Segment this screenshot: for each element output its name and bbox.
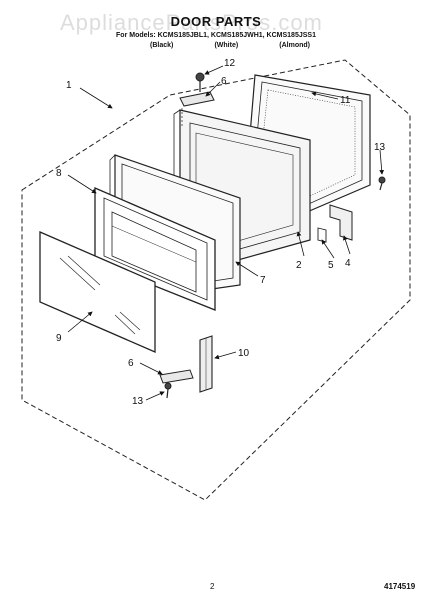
callout-8: 8 <box>56 168 62 179</box>
callout-7: 7 <box>260 275 266 286</box>
color-variants: (Black) (White) (Almond) <box>150 42 310 49</box>
part-10-trim-strip <box>199 335 213 393</box>
assembly-boundary <box>21 59 411 501</box>
models-subtitle: For Models: KCMS185JBL1, KCMS185JWH1, KC… <box>116 32 316 39</box>
part-9-glass-panel <box>39 231 156 353</box>
leader-lines <box>67 65 385 401</box>
part-5-spring <box>317 227 327 243</box>
callout-2: 2 <box>296 260 302 271</box>
part-4-latch <box>329 204 353 241</box>
callout-9: 9 <box>56 333 62 344</box>
part-8-mask-frame <box>94 187 216 311</box>
callout-6-bottom: 6 <box>128 358 134 369</box>
callout-10: 10 <box>238 348 250 359</box>
callout-1: 1 <box>66 80 72 91</box>
part-6-hinge-bottom <box>159 369 194 384</box>
callout-5: 5 <box>328 260 334 271</box>
callout-6-top: 6 <box>221 76 227 87</box>
part-13-screw-bottom <box>164 382 172 399</box>
callout-11: 11 <box>340 95 351 106</box>
variant-black: (Black) <box>150 42 174 49</box>
callout-4: 4 <box>345 258 351 269</box>
variant-almond: (Almond) <box>279 42 310 49</box>
callout-12: 12 <box>224 58 236 69</box>
part-13-screw-right <box>378 176 386 191</box>
callout-13-right: 13 <box>374 142 386 153</box>
part-12-screw-top <box>195 72 205 92</box>
page-number: 2 <box>210 582 215 591</box>
variant-white: (White) <box>214 42 239 49</box>
page-title: DOOR PARTS <box>170 14 262 29</box>
watermark: AppliancePartsPros.com <box>60 10 323 35</box>
document-code: 4174519 <box>384 582 416 591</box>
callout-13-bottom: 13 <box>132 396 144 407</box>
